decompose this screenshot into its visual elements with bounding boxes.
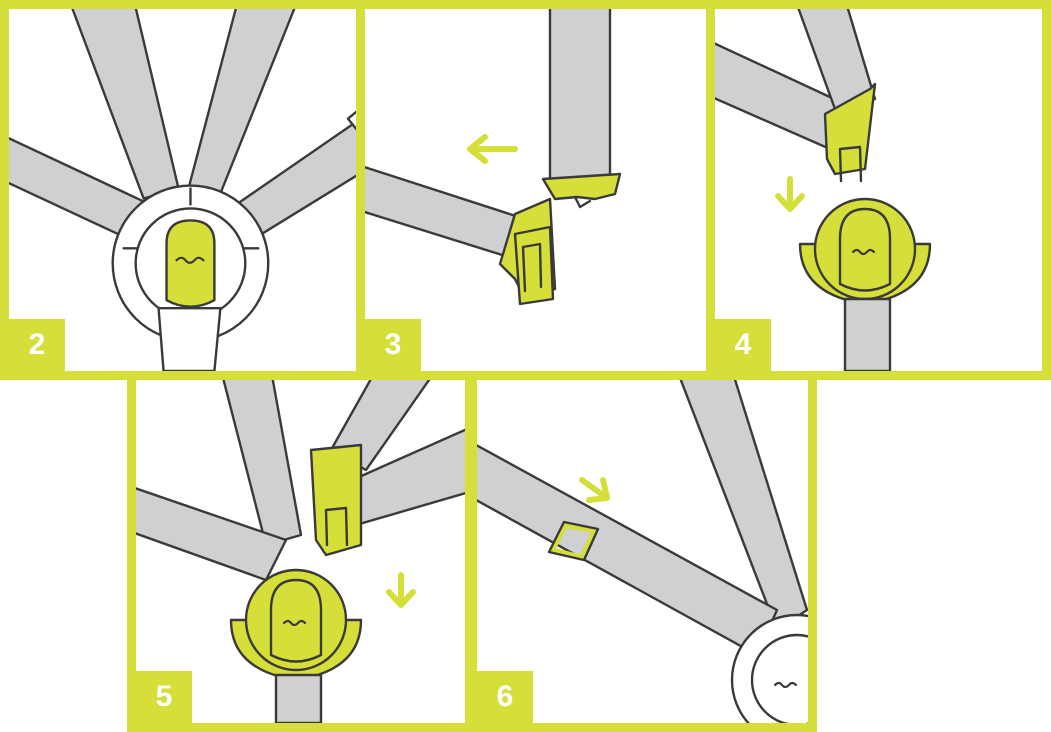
crotch-strap [274, 673, 323, 723]
strap-edge [346, 110, 356, 131]
step-number-3: 3 [365, 319, 421, 371]
shoulder-strap-left [71, 9, 180, 200]
nuna-wave-logo-icon [773, 681, 798, 689]
crotch-strap [157, 306, 222, 371]
shoulder-strap [548, 9, 612, 181]
nuna-wave-logo-icon [851, 248, 876, 256]
step-number-5: 5 [136, 671, 192, 723]
step-number-4: 4 [715, 319, 771, 371]
hip-strap [365, 165, 527, 261]
direction-arrow-icon [579, 477, 610, 503]
buckle-housing [730, 613, 808, 723]
step-panel-4: 4 [706, 0, 1051, 380]
step-number-6: 6 [477, 671, 533, 723]
step-number-2: 2 [9, 319, 65, 371]
tongue-slot [521, 242, 543, 293]
harness-illustration-step-2 [9, 9, 356, 371]
adjuster-slider [549, 522, 598, 561]
nuna-wave-logo-icon [175, 256, 205, 264]
direction-arrow-icon [775, 176, 805, 212]
shoulder-strap [679, 380, 808, 632]
harness-illustration-step-5 [136, 380, 465, 723]
buckle-ring [750, 633, 808, 723]
step-panel-5: 5 [127, 371, 474, 732]
buckle-tongue [823, 82, 877, 176]
direction-arrow-icon [386, 572, 416, 608]
direction-arrow-icon [467, 134, 518, 164]
shoulder-strap-left [222, 380, 303, 547]
shoulder-strap [797, 9, 877, 111]
release-button [838, 207, 892, 292]
nuna-wave-logo-icon [282, 619, 307, 627]
shoulder-strap-right [187, 9, 296, 200]
step-panel-6: 6 [468, 371, 817, 732]
step-panel-2: 2 [0, 0, 365, 380]
harness-illustration-step-3 [365, 9, 622, 306]
harness-illustration-step-4 [715, 9, 932, 371]
buckle-tongue-top [541, 172, 622, 201]
step-panel-3: 3 [356, 0, 715, 380]
harness-illustration-step-6 [477, 380, 808, 723]
buckle-tongue [309, 443, 363, 557]
release-button [269, 578, 323, 663]
crotch-strap [843, 297, 892, 371]
